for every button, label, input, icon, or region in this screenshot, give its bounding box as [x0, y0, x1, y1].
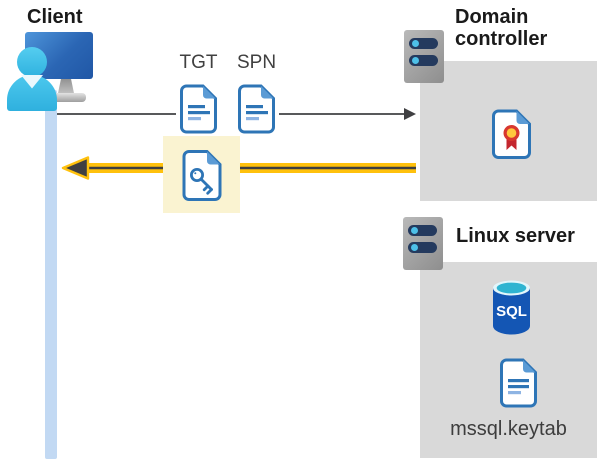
- server-slot: [409, 55, 438, 66]
- key-document-icon: [182, 150, 222, 201]
- left-arrowhead-icon: [61, 156, 90, 180]
- server-slot: [409, 38, 438, 49]
- linux-server-title: Linux server: [456, 225, 575, 247]
- server-slot: [408, 225, 437, 236]
- response-arrow: [61, 156, 416, 180]
- monitor-stand: [57, 78, 75, 95]
- server-slot: [408, 242, 437, 253]
- right-arrowhead-icon: [404, 108, 416, 120]
- server-led-icon: [411, 227, 418, 234]
- key-icon: [189, 167, 213, 195]
- server-led-icon: [411, 244, 418, 251]
- spn-label: SPN: [237, 52, 277, 73]
- certificate-icon: [492, 109, 531, 159]
- sql-badge-text: SQL: [496, 303, 527, 320]
- keytab-document-icon: [500, 358, 537, 408]
- sql-database-icon: SQL: [493, 280, 530, 335]
- domain-controller-server-icon: [404, 30, 444, 83]
- client-lifeline-bar: [45, 90, 57, 459]
- spn-document-icon: [238, 84, 275, 134]
- monitor-stand-base: [48, 93, 86, 102]
- client-title: Client: [27, 6, 83, 28]
- server-led-icon: [412, 40, 419, 47]
- keytab-filename: mssql.keytab: [450, 418, 567, 440]
- server-led-icon: [412, 57, 419, 64]
- tgt-label: TGT: [179, 52, 218, 73]
- domain-controller-title: Domain controller: [455, 6, 548, 50]
- person-icon: [17, 47, 47, 77]
- tgt-document-icon: [180, 84, 217, 134]
- linux-server-icon: [403, 217, 443, 270]
